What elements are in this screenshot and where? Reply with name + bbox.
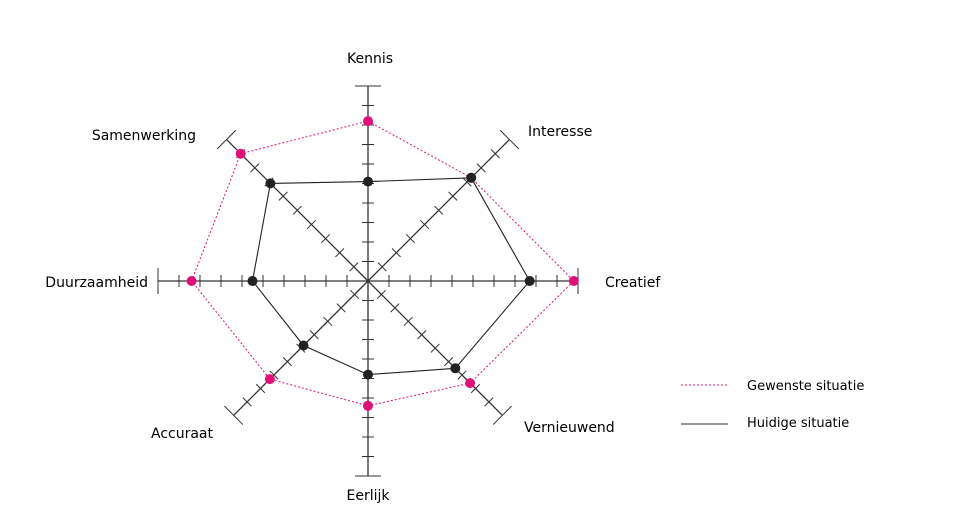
axis-tick [269, 370, 279, 380]
axis-labels: KennisInteresseCreatiefVernieuwendEerlij… [45, 51, 661, 504]
data-point-gewenste-eerlijk [363, 400, 373, 411]
axis-label-accuraat: Accuraat [151, 426, 214, 442]
axis-tick [430, 343, 440, 353]
data-point-gewenste-duurzaamheid [186, 276, 197, 286]
legend-label-huidige: Huidige situatie [747, 416, 849, 431]
axis-tick [242, 397, 252, 407]
axis-tick [292, 205, 302, 215]
axis-tick [250, 163, 260, 173]
axes-layer [157, 85, 579, 477]
axis-tick [349, 262, 359, 272]
axis-tick [470, 383, 481, 394]
axis-tick [457, 370, 467, 380]
axis-label-kennis: Kennis [347, 51, 393, 67]
axis-tick [376, 289, 387, 300]
data-point-huidige-eerlijk [363, 369, 373, 380]
data-point-huidige-duurzaamheid [247, 276, 258, 286]
axis-tick [323, 316, 333, 326]
axis-tick [320, 233, 331, 244]
axis-tick [336, 303, 346, 313]
axis-tick [476, 163, 486, 173]
axis-label-interesse: Interesse [528, 124, 592, 140]
axis-tick [403, 316, 413, 326]
axis-label-samenwerking: Samenwerking [92, 128, 196, 144]
data-point-gewenste-creatief [568, 276, 579, 286]
legend-label-gewenste: Gewenste situatie [747, 379, 864, 394]
data-point-gewenste-vernieuwend [465, 378, 476, 389]
data-point-huidige-vernieuwend [450, 363, 461, 374]
axis-tick [217, 130, 237, 150]
axis-tick [349, 289, 360, 300]
axis-tick [377, 262, 387, 272]
axis-tick [335, 248, 345, 258]
axis-tick [448, 191, 458, 201]
axis-tick [391, 248, 401, 258]
data-point-gewenste-samenwerking [235, 148, 246, 159]
axis-tick [484, 397, 494, 407]
data-point-huidige-creatief [524, 276, 535, 286]
axis-tick [282, 357, 292, 367]
legend: Gewenste situatie Huidige situatie [681, 379, 864, 431]
axis-tick [255, 383, 266, 394]
axis-tick [224, 405, 244, 425]
axis-tick [462, 177, 472, 187]
axis-tick [405, 233, 416, 244]
data-point-huidige-interesse [466, 172, 477, 183]
axis-label-creatief: Creatief [605, 275, 661, 291]
axis-tick [419, 219, 430, 230]
axis-tick [499, 130, 519, 150]
axis-tick [278, 191, 288, 201]
data-point-gewenste-accuraat [264, 374, 275, 385]
data-point-huidige-samenwerking [265, 178, 276, 189]
data-point-huidige-accuraat [298, 340, 309, 351]
axis-tick [306, 219, 317, 230]
axis-tick [492, 405, 512, 425]
series-line-gewenste [191, 120, 575, 407]
axis-label-vernieuwend: Vernieuwend [524, 420, 615, 436]
axis-label-duurzaamheid: Duurzaamheid [45, 275, 148, 291]
axis-tick [309, 330, 319, 340]
axis-tick [390, 303, 400, 313]
axis-tick [434, 205, 444, 215]
data-point-huidige-kennis [363, 176, 373, 187]
axis-tick [417, 330, 427, 340]
data-point-gewenste-kennis [363, 116, 373, 127]
axis-label-eerlijk: Eerlijk [347, 488, 391, 504]
axis-tick [490, 149, 500, 159]
series-layer [186, 116, 579, 411]
axis-tick [444, 357, 454, 367]
